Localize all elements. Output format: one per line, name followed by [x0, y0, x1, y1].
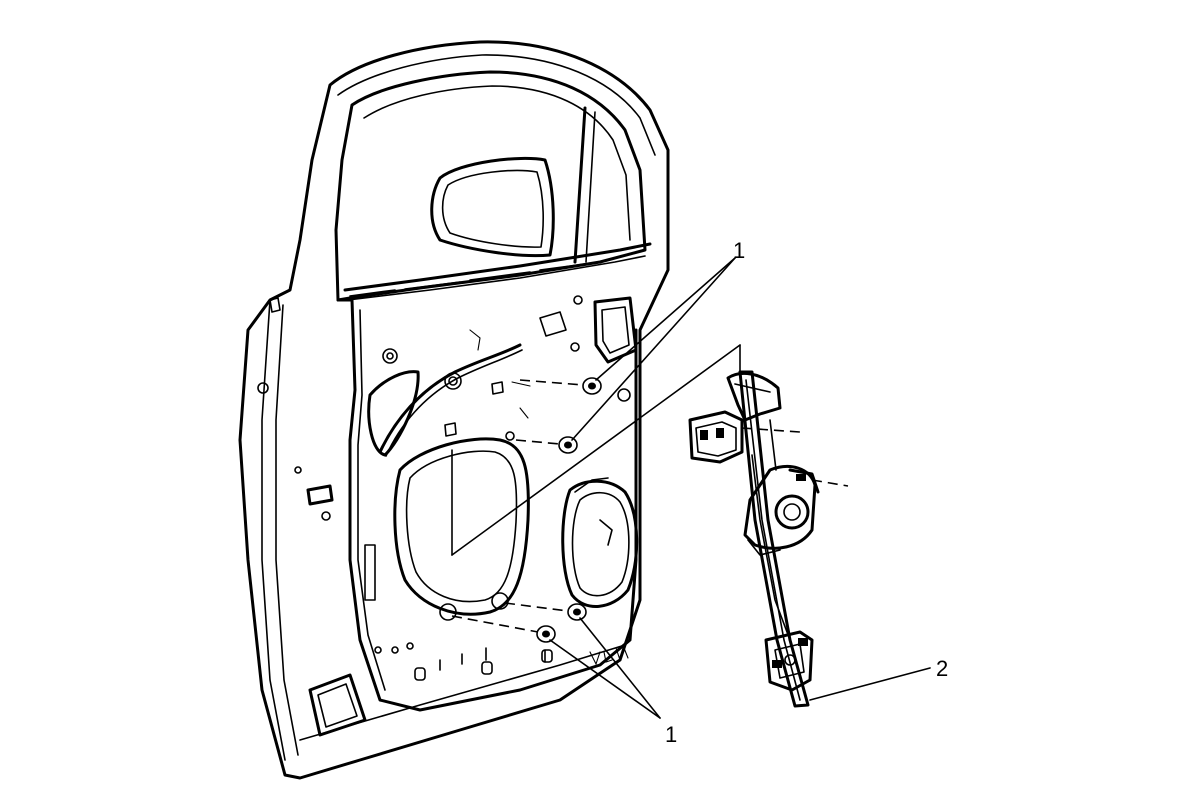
fastener-lower-1 — [504, 602, 587, 621]
callout-label-fastener-upper: 1 — [733, 238, 745, 263]
fastener-upper-1 — [519, 377, 602, 395]
window-regulator — [688, 370, 849, 708]
callout-leader-lines — [451, 257, 931, 719]
callout-label-regulator: 2 — [936, 656, 948, 681]
callout-label-fastener-lower: 1 — [665, 722, 677, 747]
fastener-lower-2 — [451, 615, 556, 643]
regulator-motor — [743, 465, 849, 556]
access-opening — [393, 437, 530, 616]
speaker-opening — [561, 479, 639, 608]
regulator-fasteners — [451, 377, 602, 643]
fastener-upper-2 — [515, 436, 578, 454]
side-mirror — [430, 156, 555, 258]
front-door-inner-panel — [238, 40, 670, 780]
upper-glass-clamp — [688, 410, 801, 464]
